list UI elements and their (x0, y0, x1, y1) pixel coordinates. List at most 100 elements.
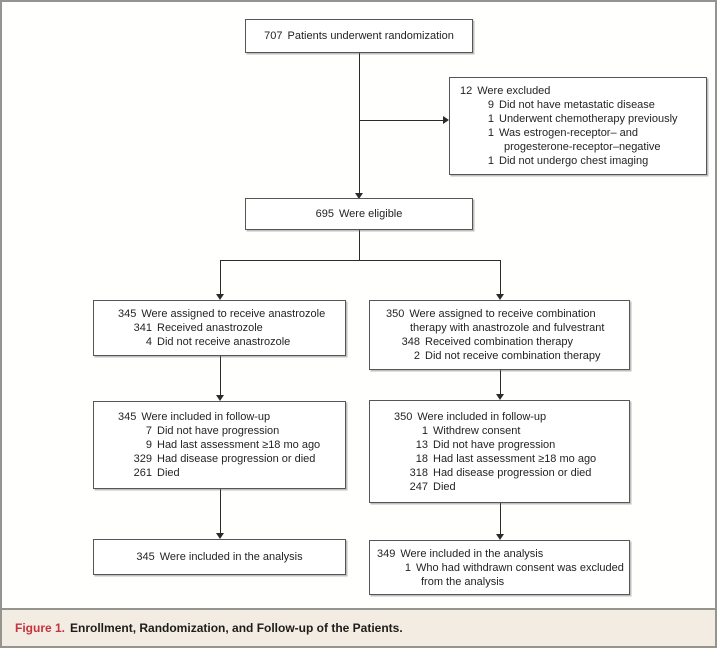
figure-caption-bar: Figure 1. Enrollment, Randomization, and… (2, 608, 715, 646)
flow-line: 348 Received combination therapy (386, 335, 629, 349)
arrowhead-right-icon (443, 116, 449, 124)
flow-line: from the analysis (377, 575, 629, 589)
line-count: 350 (386, 308, 405, 320)
flow-line: 1 Underwent chemotherapy previously (460, 112, 706, 126)
line-label: Died (433, 480, 456, 493)
connector-randomized-to-eligible (359, 53, 360, 193)
line-count: 348 (401, 336, 420, 348)
line-label: Were included in the analysis (400, 547, 544, 560)
line-label: Received anastrozole (157, 322, 263, 334)
line-label: Who had withdrawn consent was excluded (416, 561, 624, 574)
line-label: Were assigned to receive combination (409, 308, 596, 320)
line-count: 261 (133, 467, 152, 479)
line-count: 695 (315, 208, 334, 220)
flow-line: 1 Who had withdrawn consent was excluded (377, 561, 629, 575)
line-count: 1 (487, 155, 494, 167)
line-count: 9 (145, 439, 152, 451)
line-label: from the analysis (421, 575, 505, 588)
flow-line: 1 Did not undergo chest imaging (460, 154, 706, 168)
flow-line: 1 Was estrogen-receptor– and (460, 126, 706, 140)
line-label: Were assigned to receive anastrozole (141, 308, 326, 320)
flow-line: 350 Were assigned to receive combination (386, 307, 629, 321)
line-count: 1 (404, 561, 411, 574)
line-count: 2 (413, 350, 420, 362)
flow-line: 2 Did not receive combination therapy (386, 349, 629, 363)
line-label: Did not have metastatic disease (499, 99, 655, 111)
arrowhead-down-icon (496, 394, 504, 400)
connector-assign-to-followup-right (500, 370, 501, 394)
flow-line: 350 Were included in follow-up (394, 410, 629, 424)
line-label: Were eligible (338, 208, 403, 220)
line-label: Died (157, 467, 180, 479)
arrowhead-down-icon (216, 533, 224, 539)
connector-split-to-assign-left (220, 260, 221, 294)
connector-followup-to-analysis-right (500, 503, 501, 534)
arrowhead-down-icon (496, 294, 504, 300)
arrowhead-down-icon (355, 193, 363, 199)
analysis-combination-box: 349 Were included in the analysis 1 Who ha… (369, 540, 630, 595)
flow-line: therapy with anastrozole and fulvestrant (386, 321, 629, 335)
connector-split-to-assign-right (500, 260, 501, 294)
arrowhead-down-icon (216, 395, 224, 401)
figure-caption-title: Enrollment, Randomization, and Follow-up… (70, 621, 403, 635)
line-count: 349 (377, 547, 396, 560)
line-label: therapy with anastrozole and fulvestrant (410, 322, 605, 334)
connector-to-excluded (359, 120, 443, 121)
line-label: Were included in the analysis (159, 551, 303, 563)
line-label: Did not undergo chest imaging (499, 155, 649, 167)
flow-line: 9 Had last assessment ≥18 mo ago (118, 438, 345, 452)
flow-line: 695 Were eligible (246, 207, 472, 221)
line-count: 1 (487, 127, 494, 139)
flow-line: 329 Had disease progression or died (118, 452, 345, 466)
line-count: 1 (487, 113, 494, 125)
line-label: Did not receive anastrozole (157, 336, 291, 348)
line-count: 329 (133, 453, 152, 465)
line-label: Was estrogen-receptor– and (499, 127, 638, 139)
line-count: 350 (394, 410, 413, 423)
line-label: Had last assessment ≥18 mo ago (157, 439, 321, 451)
line-label: Had disease progression or died (157, 453, 316, 465)
line-count: 7 (145, 425, 152, 437)
line-label: Received combination therapy (425, 336, 573, 348)
connector-followup-to-analysis-left (220, 489, 221, 533)
arrowhead-down-icon (216, 294, 224, 300)
line-count: 707 (264, 30, 283, 42)
flow-line: 345 Were assigned to receive anastrozole (118, 307, 345, 321)
line-count: 12 (460, 85, 473, 97)
line-count: 318 (409, 466, 428, 479)
line-label: Did not have progression (433, 438, 556, 451)
line-label: Did not receive combination therapy (425, 350, 601, 362)
figure-caption-label: Figure 1. (15, 621, 66, 635)
line-label: Underwent chemotherapy previously (499, 113, 678, 125)
line-count: 9 (487, 99, 494, 111)
line-label: progesterone-receptor–negative (504, 141, 661, 153)
line-count: 341 (133, 322, 152, 334)
flow-line: 9 Did not have metastatic disease (460, 98, 706, 112)
line-count: 345 (118, 411, 137, 423)
flow-line: 12 Were excluded (460, 84, 706, 98)
connector-assign-to-followup-left (220, 356, 221, 395)
line-count: 345 (118, 308, 137, 320)
arrowhead-down-icon (496, 534, 504, 540)
eligible-box: 695 Were eligible (245, 198, 473, 230)
line-count: 1 (421, 424, 428, 437)
line-label: Were excluded (477, 85, 551, 97)
flow-line: 318 Had disease progression or died (394, 466, 629, 480)
line-label: Had last assessment ≥18 mo ago (433, 452, 597, 465)
line-label: Were included in follow-up (417, 410, 547, 423)
line-label: Had disease progression or died (433, 466, 592, 479)
